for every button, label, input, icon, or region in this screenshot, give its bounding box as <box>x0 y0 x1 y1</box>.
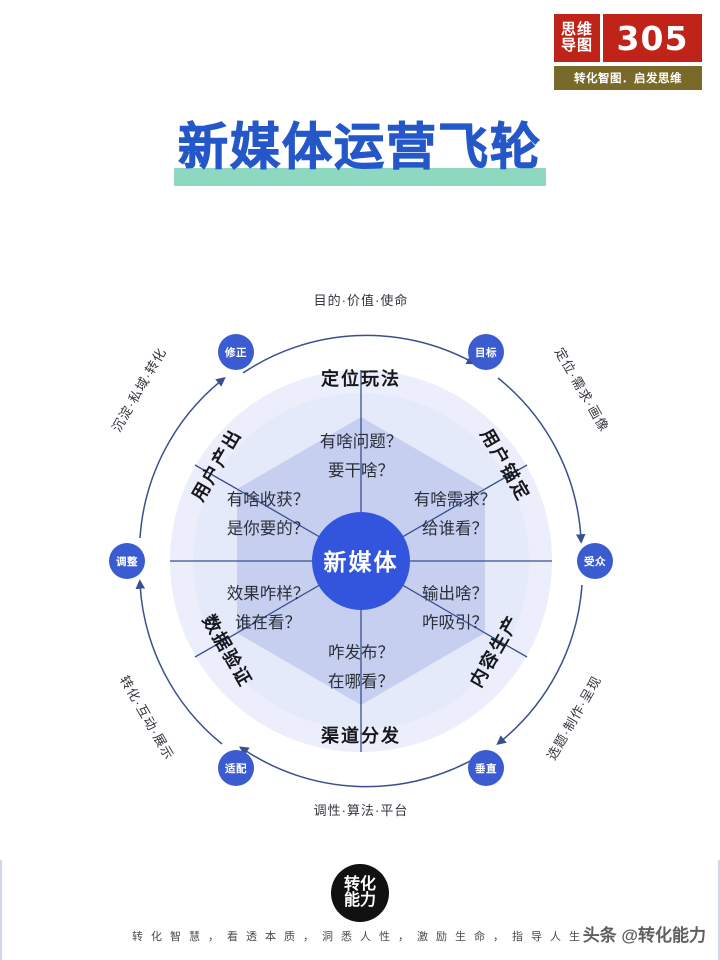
arc-conversion-label: 转化·互动·展示 <box>117 673 177 762</box>
badge-tag-line1: 思维 <box>560 21 593 39</box>
badge-top-row: 思维 导图 305 <box>554 14 702 62</box>
q-user-output-1: 有啥收获？ <box>227 490 310 509</box>
q-positioning-2: 要干啥？ <box>328 461 394 480</box>
badge-subtitle: 转化智图．启发思维 <box>554 66 702 90</box>
q-positioning-1: 有啥问题？ <box>320 432 403 451</box>
center-hub[interactable]: 新媒体 <box>312 512 410 610</box>
arc-private-label: 沉淀·私域·转化 <box>109 345 169 434</box>
badge-tag-line2: 导图 <box>560 37 593 54</box>
flywheel-nodes: 目标 受众 垂直 适配 调整 修正 <box>109 334 613 786</box>
title-text: 新媒体运营飞轮 <box>178 119 542 175</box>
arrow-to-adjust <box>135 579 223 745</box>
title-underline-band <box>174 168 546 186</box>
node-target[interactable]: 目标 <box>468 334 504 370</box>
q-content-1: 输出啥？ <box>422 584 488 603</box>
brand-logo-line2: 能力 <box>343 892 376 909</box>
q-data-2: 谁在看？ <box>235 613 301 632</box>
left-hairline <box>0 860 2 960</box>
center-label: 新媒体 <box>324 549 399 575</box>
badge-tag: 思维 导图 <box>554 14 600 62</box>
q-user-output-2: 是你要的？ <box>227 519 310 538</box>
node-adjust-label: 调整 <box>116 555 138 568</box>
node-adapt[interactable]: 适配 <box>218 750 254 786</box>
q-content-2: 咋吸引？ <box>422 613 488 632</box>
node-vertical-label: 垂直 <box>475 762 497 775</box>
sector-questions: 有啥问题？ 要干啥？ 有啥需求？ 给谁看？ 输出啥？ 咋吸引？ 咋发布？ 在哪看… <box>227 432 497 691</box>
q-channel-1: 咋发布？ <box>328 643 394 662</box>
page-title: 新媒体运营飞轮 <box>0 119 720 186</box>
mindmap-badge: 思维 导图 305 转化智图．启发思维 <box>554 14 702 90</box>
node-fix[interactable]: 修正 <box>218 334 254 370</box>
arrow-to-adapt <box>239 746 473 788</box>
right-hairline <box>718 860 720 960</box>
sector-divider-lines-outer <box>170 370 552 752</box>
q-user-anchor-2: 给谁看？ <box>422 519 488 538</box>
arc-positioning-label: 定位·需求·画像 <box>552 345 612 434</box>
sector-positioning-label: 定位玩法 <box>321 368 401 389</box>
brand-logo: 转化 能力 <box>331 864 389 922</box>
node-audience[interactable]: 受众 <box>577 543 613 579</box>
arrow-to-vertical <box>496 584 583 746</box>
node-adapt-label: 适配 <box>225 762 247 775</box>
arc-platform-label: 调性·算法·平台 <box>314 803 409 818</box>
node-adjust[interactable]: 调整 <box>109 543 145 579</box>
badge-number: 305 <box>603 14 702 62</box>
arc-topic-label: 选题·制作·呈现 <box>544 673 604 762</box>
watermark: 头条 @转化能力 <box>582 926 706 945</box>
brand-logo-line1: 转化 <box>343 876 376 893</box>
arrow-to-target <box>242 334 477 374</box>
arc-purpose-label: 目的·价值·使命 <box>314 293 409 308</box>
q-channel-2: 在哪看？ <box>328 672 394 691</box>
node-target-label: 目标 <box>475 346 497 359</box>
q-data-1: 效果咋样？ <box>227 584 310 603</box>
footer-tagline: 转化智慧，看透本质，洞悉人性，激励生命，指导人生 <box>132 931 588 943</box>
sector-channel-label: 渠道分发 <box>321 725 401 746</box>
flywheel-arrows <box>135 334 586 788</box>
node-vertical[interactable]: 垂直 <box>468 750 504 786</box>
node-audience-label: 受众 <box>584 555 606 568</box>
arrow-to-fix <box>139 376 226 539</box>
q-user-anchor-1: 有啥需求？ <box>414 490 497 509</box>
arrow-to-audience <box>497 377 586 544</box>
node-fix-label: 修正 <box>224 346 247 359</box>
flywheel-diagram: 目标 受众 垂直 适配 调整 修正 <box>0 250 720 850</box>
